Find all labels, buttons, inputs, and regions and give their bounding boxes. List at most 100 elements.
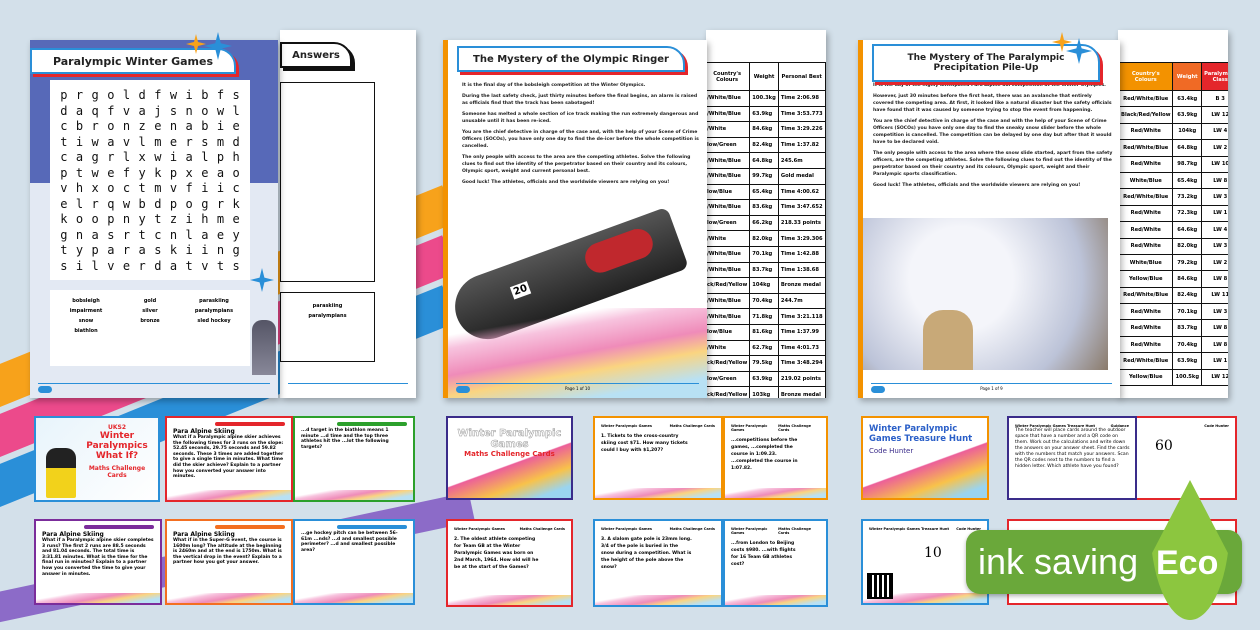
- grid-letter: p: [107, 212, 115, 226]
- table-cell: White/Blue: [1118, 253, 1174, 272]
- grid-letter: e: [216, 227, 225, 242]
- grid-letter: v: [107, 258, 115, 273]
- table-cell: /White: [706, 339, 751, 357]
- grid-letter: s: [60, 258, 68, 273]
- table-cell: Red/White: [1118, 155, 1174, 173]
- grid-letter: s: [169, 103, 178, 118]
- grid-letter: l: [232, 103, 240, 118]
- card-header-right: Maths Challenge Cards: [669, 527, 715, 531]
- card-header: Code Hunter: [1204, 424, 1229, 428]
- grid-letter: f: [122, 165, 131, 180]
- grid-letter: w: [91, 165, 99, 180]
- card-text: 2. The oldest athlete competing for Team…: [454, 537, 539, 570]
- table-cell: 100.5kg: [1172, 368, 1203, 387]
- card-tag: [84, 525, 154, 529]
- ringer-title: The Mystery of the Olympic Ringer: [457, 46, 685, 72]
- card-text: What if a Paralympic alpine skier achiev…: [173, 435, 284, 480]
- card-header-right: Maths Challenge Cards: [778, 424, 811, 432]
- table-cell: LW 4: [1201, 221, 1228, 239]
- table-cell: /White/Blue: [706, 261, 751, 279]
- grid-letter: i: [216, 181, 225, 195]
- grid-letter: w: [122, 196, 131, 211]
- grid-letter: a: [138, 103, 146, 118]
- table-cell: low/Green: [706, 214, 751, 232]
- table-cell: 98.7kg: [1172, 155, 1203, 173]
- grid-letter: v: [60, 181, 68, 195]
- cover-subtitle: Maths Challenge Cards: [88, 465, 146, 479]
- grid-letter: e: [232, 119, 240, 133]
- grid-letter: t: [138, 227, 146, 242]
- table-cell: Red/White: [1118, 335, 1174, 354]
- grid-letter: i: [216, 119, 225, 133]
- grid-letter: k: [232, 196, 240, 211]
- grid-letter: f: [185, 181, 193, 195]
- grid-letter: r: [91, 119, 99, 133]
- answers-word-box: paraskiing paralympians: [280, 292, 375, 362]
- grid-letter: r: [122, 227, 131, 242]
- table-cell: B 3: [1201, 89, 1228, 108]
- story-paragraph: The only people with access to the area …: [462, 155, 691, 174]
- table-cell: 70.4kg: [1172, 335, 1203, 354]
- table-cell: 84.6kg: [749, 121, 779, 138]
- table-cell: 63.9kg: [749, 370, 779, 388]
- page-number: Page 1 of 9: [980, 386, 1003, 391]
- table-header: Weight: [1172, 62, 1203, 91]
- card-text: ...from London to Beijing costs $980. ..…: [731, 541, 796, 567]
- grid-letter: d: [138, 88, 146, 102]
- table-cell: Red/White/Blue: [1118, 139, 1174, 157]
- grid-letter: m: [154, 134, 162, 149]
- answer-number: 10: [924, 545, 942, 561]
- table-cell: Time 3:29.226: [777, 121, 826, 138]
- grid-letter: s: [107, 227, 115, 242]
- story-paragraph: It is the final day of the bobsleigh com…: [462, 83, 646, 88]
- table-cell: LW 1: [1201, 204, 1228, 223]
- grid-letter: o: [107, 119, 115, 133]
- story-paragraph: You are the chief detective in charge of…: [462, 130, 699, 149]
- decorative-wave: [595, 488, 721, 498]
- grid-letter: h: [201, 212, 209, 226]
- challenge-card: ...ge hockey pitch can be between 56-61m…: [293, 519, 415, 605]
- grid-letter: e: [60, 196, 68, 211]
- table-cell: 244.7m: [777, 292, 826, 310]
- table-cell: 79.2kg: [1172, 253, 1203, 272]
- cover-subtitle: Code Hunter: [869, 447, 914, 455]
- story-paragraph: You are the chief detective in charge of…: [873, 119, 1112, 145]
- grid-letter: q: [91, 103, 99, 118]
- grid-letter: c: [60, 150, 68, 164]
- story-text: It is the final day of the bobsleigh com…: [462, 82, 702, 190]
- table-cell: Black/Red/Yellow: [1118, 106, 1174, 124]
- grid-letter: h: [232, 150, 240, 164]
- grid-letter: t: [60, 134, 68, 149]
- table-cell: 103kg: [749, 386, 779, 398]
- grid-letter: o: [185, 196, 193, 211]
- grid-letter: v: [122, 134, 131, 149]
- table-cell: Red/White/Blue: [1118, 188, 1174, 206]
- grid-letter: a: [107, 243, 115, 257]
- grid-letter: b: [201, 119, 209, 133]
- table-cell: 83.7kg: [1172, 319, 1203, 337]
- grid-letter: l: [201, 150, 209, 164]
- table-cell: 82.4kg: [1172, 286, 1203, 305]
- card-header-right: Maths Challenge Cards: [669, 424, 715, 428]
- decorative-wave: [167, 593, 291, 603]
- decorative-wave: [295, 490, 413, 500]
- table-cell: 104kg: [1172, 122, 1203, 141]
- grid-letter: t: [185, 258, 193, 273]
